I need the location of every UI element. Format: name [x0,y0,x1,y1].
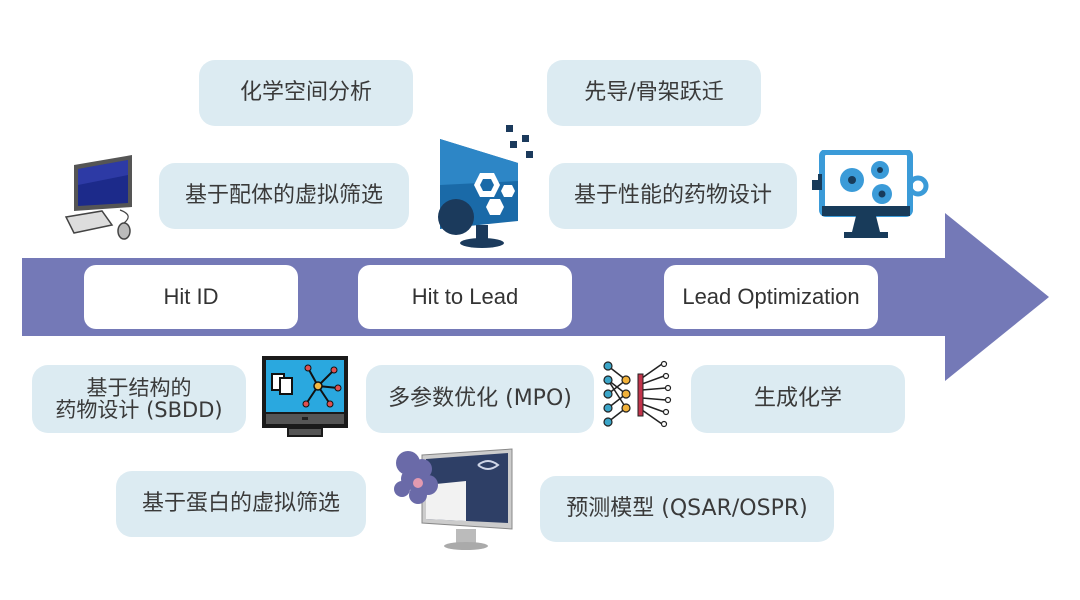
chemical-space-analysis-pill: 化学空间分析 [199,60,413,126]
pipeline-arrow-head [945,213,1049,381]
stage-label: Lead Optimization [682,284,860,309]
pill-label: 基于性能的药物设计 [573,183,772,209]
stage-hit-to-lead: Hit to Lead [358,265,572,329]
stage-label: Hit to Lead [411,284,519,309]
pill-label: 基于蛋白的虚拟筛选 [141,491,340,517]
lead-scaffold-hopping-pill: 先导/骨架跃迁 [547,60,761,126]
pill-label: 先导/骨架跃迁 [584,80,724,106]
gear-monitor-icon [812,150,929,238]
pill-label: 预测模型 (QSAR/OSPR) [566,496,808,522]
stage-label: Hit ID [163,284,219,309]
pill-label: 化学空间分析 [239,80,372,106]
pill-label: 生成化学 [753,386,842,412]
stage-hit-id: Hit ID [84,265,298,329]
pill-label-line2: 药物设计 (SBDD) [55,398,223,422]
multi-parameter-optimization-pill: 多参数优化 (MPO) [366,365,594,433]
generative-chemistry-pill: 生成化学 [691,365,905,433]
pill-label-line1: 基于结构的 [86,375,192,400]
protein-based-virtual-screening-pill: 基于蛋白的虚拟筛选 [116,471,366,537]
neural-network-icon [603,360,672,428]
pill-label: 多参数优化 (MPO) [388,386,572,412]
protein-monitor-icon [394,448,513,550]
stage-lead-optimization: Lead Optimization [664,265,878,329]
desktop-computer-icon [64,155,132,240]
ligand-based-virtual-screening-pill: 基于配体的虚拟筛选 [159,163,409,229]
pill-label: 基于配体的虚拟筛选 [184,183,383,209]
structure-based-drug-design-pill: 基于结构的 药物设计 (SBDD) [32,365,246,433]
predictive-model-pill: 预测模型 (QSAR/OSPR) [540,476,834,542]
property-based-drug-design-pill: 基于性能的药物设计 [549,163,797,229]
hexagon-monitor-icon [438,125,533,248]
molecule-monitor-icon [262,356,348,437]
